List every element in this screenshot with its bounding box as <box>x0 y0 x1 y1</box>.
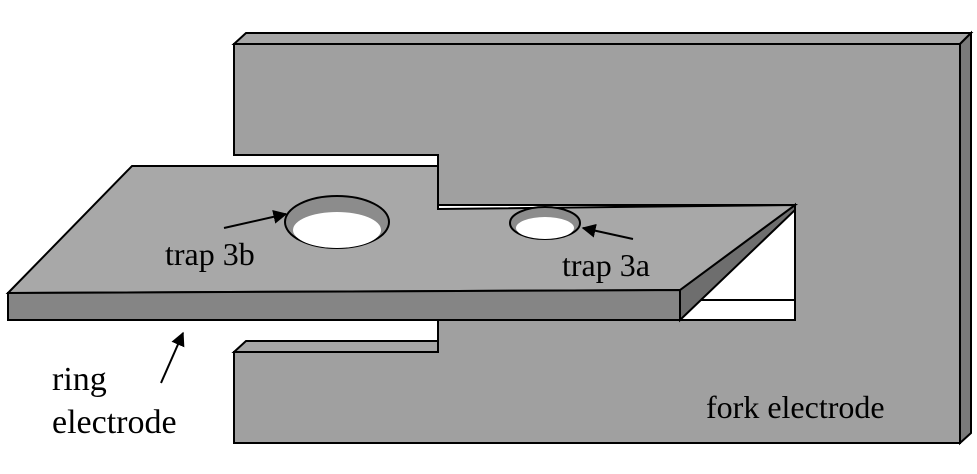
trap-3a-hole <box>509 206 581 240</box>
ring-electrode-arrow <box>160 331 185 384</box>
ring-electrode <box>5 165 799 323</box>
fork-side-face <box>959 30 972 446</box>
fork-electrode-label: fork electrode <box>706 389 885 425</box>
trap-3b-hole <box>284 195 390 249</box>
ring-electrode-label-line1: ring <box>52 361 107 398</box>
fork-electrode <box>231 30 974 446</box>
fork-top-face <box>231 32 974 45</box>
plate-front-face <box>7 288 681 321</box>
ring-electrode-label-line2: electrode <box>52 404 177 441</box>
fork-lower-top-face <box>231 340 439 353</box>
trap-3a-arrow <box>581 223 634 240</box>
trap-3a-label: trap 3a <box>562 247 650 283</box>
trap-3b-arrow <box>223 209 288 229</box>
trap-3a-opening <box>516 217 574 239</box>
trap-3b-label: trap 3b <box>165 236 255 272</box>
trap-3b-opening <box>293 212 381 248</box>
